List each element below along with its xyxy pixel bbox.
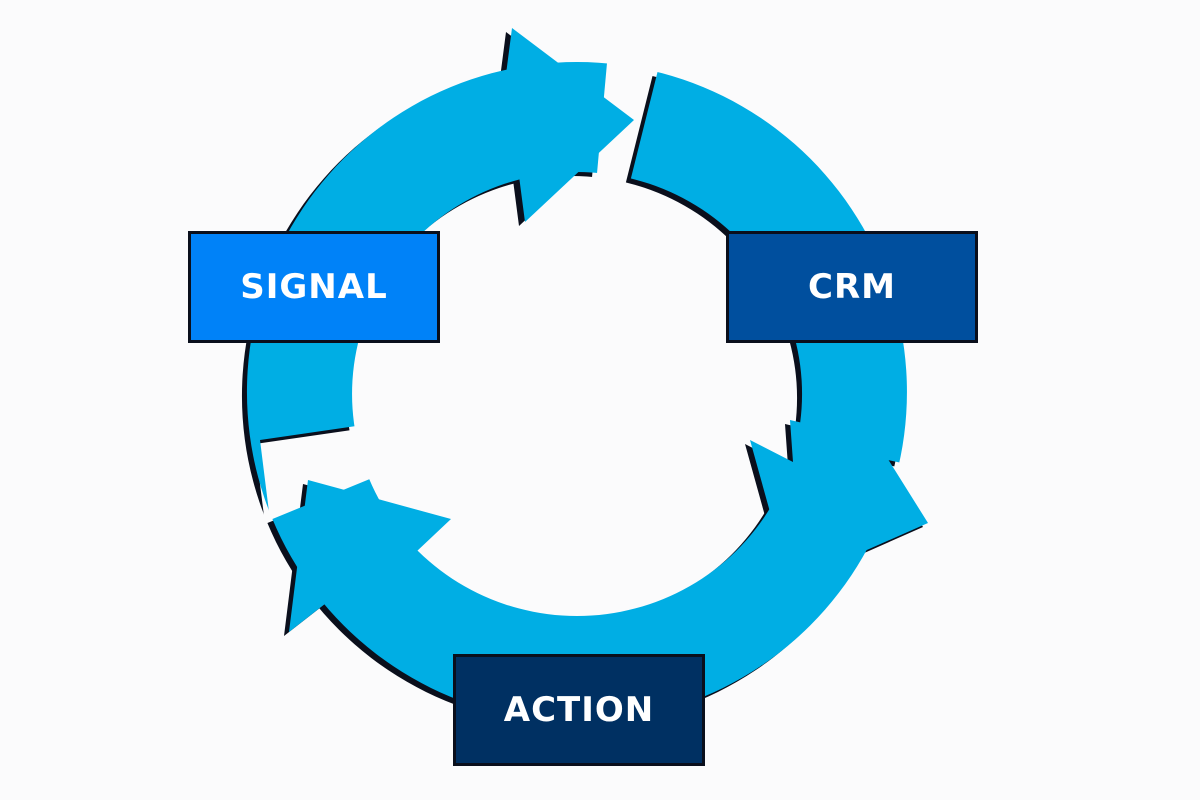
arrowhead-signal-to-crm [470,28,634,222]
node-crm-label: CRM [808,267,896,307]
arrowhead-crm-to-action [750,420,928,584]
node-signal: SIGNAL [188,231,440,343]
arrowhead-action-to-signal [289,480,451,632]
arrows [246,28,928,722]
node-crm: CRM [726,231,978,343]
node-action: ACTION [453,654,705,766]
node-signal-label: SIGNAL [240,267,388,307]
node-action-label: ACTION [503,690,655,730]
